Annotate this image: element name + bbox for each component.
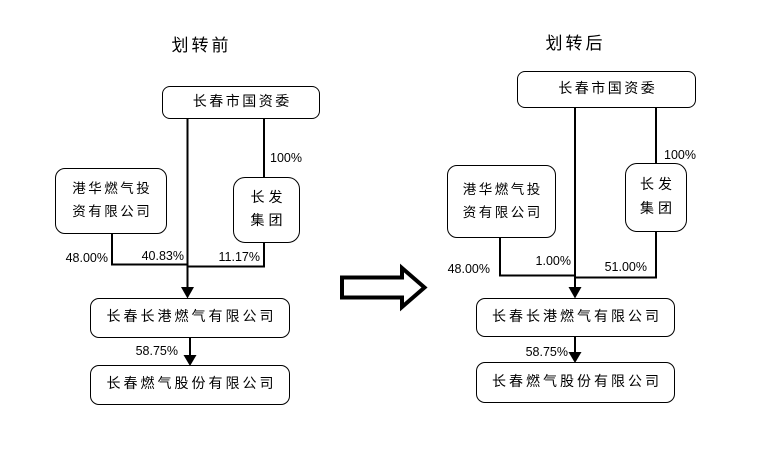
before-box-towngas-line2: 资有限公司 bbox=[72, 204, 153, 220]
before-line-towngas-to-junction bbox=[111, 234, 187, 266]
before-box-changgang-label: 长春长港燃气有限公司 bbox=[106, 309, 277, 326]
after-box-sasac-label: 长春市国资委 bbox=[558, 80, 658, 97]
after-box-listco-label: 长春燃气股份有限公司 bbox=[492, 373, 662, 390]
before-box-towngas-line1: 港华燃气投 bbox=[72, 181, 153, 198]
before-box-listco: 长春燃气股份有限公司 bbox=[90, 365, 290, 405]
after-line-towngas-to-junction bbox=[499, 238, 574, 277]
before-box-changfa-line1: 长发 bbox=[250, 189, 287, 206]
after-box-changgang-label: 长春长港燃气有限公司 bbox=[492, 308, 662, 325]
before-pct-changfa-ownership: 100% bbox=[270, 151, 302, 165]
after-box-towngas-line1: 港华燃气投 bbox=[462, 181, 543, 198]
after-title: 划转后 bbox=[545, 34, 606, 54]
before-pct-towngas-stake: 48.00% bbox=[65, 251, 108, 265]
before-arrowhead-into-listco bbox=[183, 355, 197, 366]
after-box-towngas-line2: 资有限公司 bbox=[462, 204, 543, 221]
before-box-sasac-label: 长春市国资委 bbox=[192, 93, 292, 110]
after-pct-sasac-direct-stake: 1.00% bbox=[535, 254, 571, 268]
after-box-changfa: 长发 集团 bbox=[625, 163, 687, 232]
before-pct-changfa-stake: 11.17% bbox=[218, 250, 260, 264]
after-box-listco: 长春燃气股份有限公司 bbox=[476, 362, 675, 403]
before-box-sasac: 长春市国资委 bbox=[162, 86, 320, 119]
after-box-sasac: 长春市国资委 bbox=[517, 71, 696, 108]
before-pct-sasac-direct-stake: 40.83% bbox=[141, 249, 184, 263]
before-line-changfa-to-junction bbox=[188, 243, 265, 268]
after-arrowhead-into-listco bbox=[568, 352, 582, 363]
before-box-changfa-line2: 集团 bbox=[250, 213, 287, 229]
after-box-towngas: 港华燃气投 资有限公司 bbox=[447, 165, 556, 238]
after-box-changfa-line2: 集团 bbox=[640, 200, 676, 217]
after-box-changfa-line1: 长发 bbox=[640, 177, 676, 194]
before-box-changgang: 长春长港燃气有限公司 bbox=[90, 298, 290, 338]
before-arrowhead-into-changgang bbox=[181, 287, 194, 299]
before-title: 划转前 bbox=[171, 36, 232, 56]
after-pct-changfa-ownership: 100% bbox=[664, 148, 696, 162]
before-box-changfa: 长发 集团 bbox=[233, 177, 300, 243]
transition-right-arrow-icon bbox=[340, 263, 428, 312]
after-pct-changgang-stake: 58.75% bbox=[525, 345, 568, 359]
after-box-changgang: 长春长港燃气有限公司 bbox=[476, 298, 675, 337]
after-pct-changfa-stake: 51.00% bbox=[604, 260, 647, 274]
after-arrowhead-into-changgang bbox=[568, 287, 582, 299]
before-pct-changgang-stake: 58.75% bbox=[135, 344, 178, 358]
before-box-listco-label: 长春燃气股份有限公司 bbox=[106, 376, 277, 393]
before-box-towngas: 港华燃气投 资有限公司 bbox=[55, 168, 167, 234]
after-pct-towngas-stake: 48.00% bbox=[447, 262, 490, 276]
after-line-changfa-to-junction bbox=[576, 232, 657, 279]
